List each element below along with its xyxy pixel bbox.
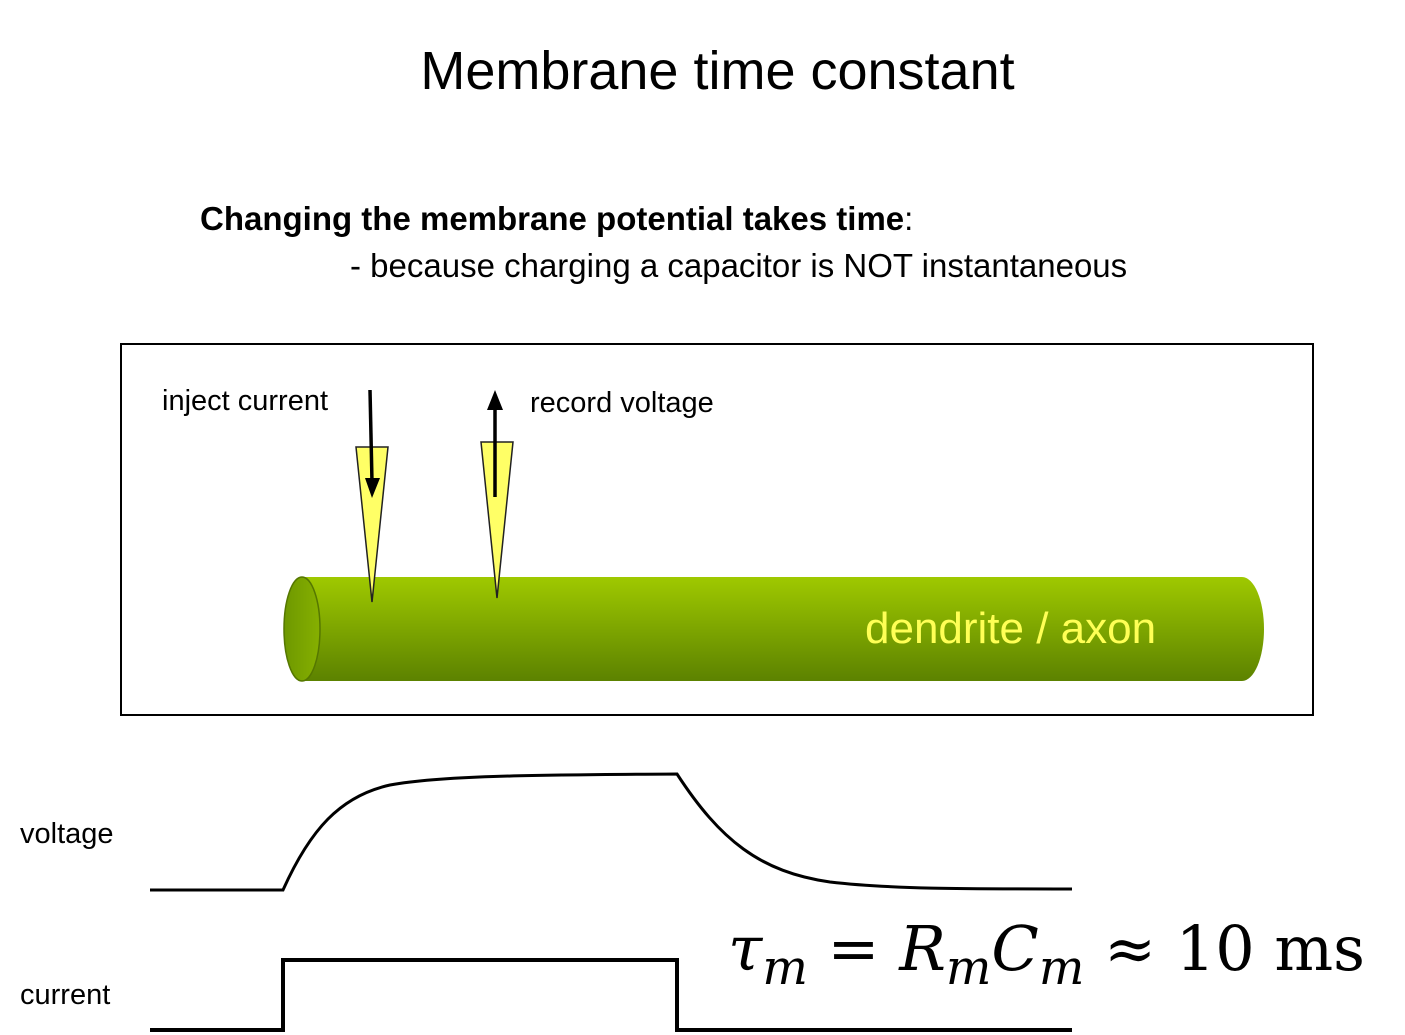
current-label: current (20, 979, 111, 1011)
formula-tau: τ (728, 912, 763, 985)
voltage-trace (150, 772, 1073, 892)
voltage-label: voltage (20, 818, 114, 850)
diagram-frame (120, 343, 1314, 716)
formula-equals: = (827, 912, 880, 985)
inject-arrow-icon (365, 389, 380, 498)
formula-approx: ≈ (1104, 912, 1157, 985)
formula-r: R (899, 912, 946, 985)
record-arrow-icon (487, 390, 503, 497)
formula-c-sub: m (1038, 940, 1085, 996)
page-title: Membrane time constant (420, 41, 1015, 101)
current-trace (150, 958, 1072, 1032)
intro-bold: Changing the membrane potential takes ti… (200, 200, 905, 237)
intro-subline: - because charging a capacitor is NOT in… (350, 247, 1128, 284)
intro-colon: : (904, 200, 914, 237)
time-constant-formula: τm = RmCm ≈ 10 ms (728, 912, 1365, 996)
dendrite-cable (283, 576, 1264, 682)
record-voltage-label: record voltage (530, 387, 714, 419)
intro-heading: Changing the membrane potential takes ti… (200, 200, 913, 238)
record-electrode (480, 441, 514, 599)
formula-value: 10 ms (1175, 912, 1365, 985)
inject-current-label: inject current (162, 385, 329, 417)
formula-r-sub: m (945, 940, 992, 996)
formula-c: C (991, 912, 1039, 985)
cable-label: dendrite / axon (865, 604, 1157, 653)
formula-tau-sub: m (762, 940, 808, 996)
